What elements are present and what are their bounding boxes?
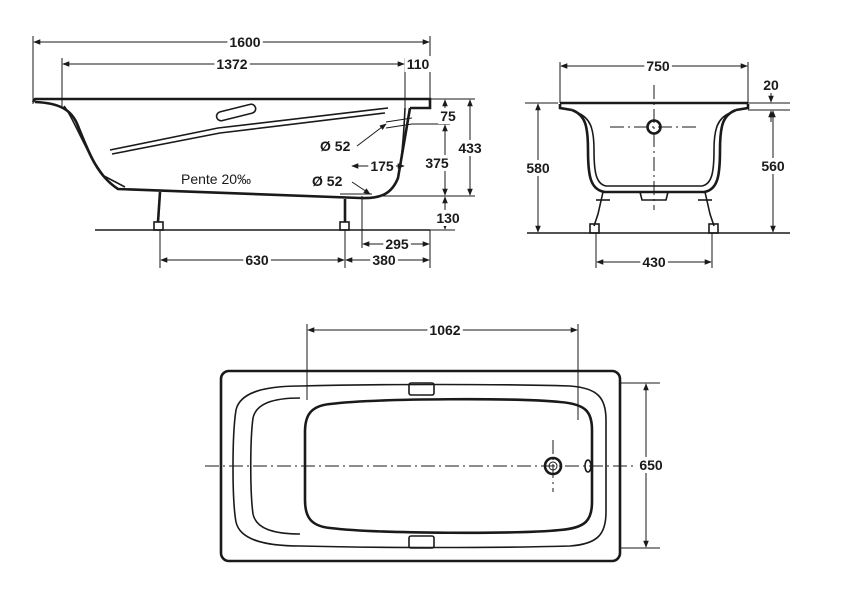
label-inner-depth: 375 xyxy=(425,155,449,171)
label-backdrop xyxy=(404,56,432,72)
top-handle-lower xyxy=(408,535,435,549)
label-rim-floor-height: 560 xyxy=(761,158,785,174)
leader-drain xyxy=(351,181,371,195)
label-rim-end-width: 110 xyxy=(407,56,430,72)
label-backdrop xyxy=(423,155,451,171)
side-view: 1600 1372 110 75 433 375 Ø 52 175 Pente … xyxy=(31,34,484,268)
label-end-total-height: 580 xyxy=(526,160,550,176)
label-backdrop xyxy=(383,236,411,252)
top-view: 1062 650 xyxy=(205,322,665,563)
side-foot-left xyxy=(153,191,164,231)
side-foot-right xyxy=(339,199,350,231)
top-bath-outline xyxy=(299,383,607,549)
label-feet-width: 430 xyxy=(642,254,666,270)
top-headrest-inner xyxy=(249,397,301,535)
side-rim xyxy=(31,97,432,110)
label-backdrop xyxy=(637,457,665,473)
label-backdrop xyxy=(179,171,254,187)
label-backdrop xyxy=(243,252,271,268)
label-backdrop xyxy=(438,108,458,124)
label-handle-spacing: 1062 xyxy=(429,322,460,338)
label-overflow-offset: 175 xyxy=(370,158,394,174)
top-headrest xyxy=(232,385,301,547)
leader-overflow xyxy=(356,123,387,147)
label-backdrop xyxy=(214,56,250,72)
label-top-overall-width: 650 xyxy=(639,457,663,473)
side-overflow-mark xyxy=(385,117,413,123)
side-handle xyxy=(215,103,257,122)
label-overflow-diameter: Ø 52 xyxy=(320,138,351,154)
label-backdrop xyxy=(370,252,398,268)
side-backrest-line xyxy=(109,107,389,151)
top-inner-basin xyxy=(303,397,594,535)
label-rim-height: 20 xyxy=(763,77,779,93)
label-feet-spacing: 630 xyxy=(245,252,269,268)
label-backdrop xyxy=(310,173,345,189)
label-foot-to-end: 380 xyxy=(372,252,396,268)
label-backdrop xyxy=(456,140,484,156)
side-backrest-line-2 xyxy=(111,112,386,155)
label-total-height: 433 xyxy=(458,140,482,156)
end-foot-left xyxy=(589,191,610,234)
label-slope: Pente 20‰ xyxy=(181,171,251,187)
label-inner-length: 1372 xyxy=(216,56,247,72)
label-overall-width: 750 xyxy=(646,58,670,74)
label-backdrop xyxy=(640,254,668,270)
side-inner-wall xyxy=(397,107,406,179)
label-overall-length: 1600 xyxy=(229,34,260,50)
label-backdrop xyxy=(427,322,463,338)
side-inner-bottom xyxy=(63,105,126,188)
label-backdrop xyxy=(761,77,781,93)
side-overflow-mark-2 xyxy=(385,123,413,129)
label-backdrop xyxy=(318,138,353,154)
label-backdrop xyxy=(368,158,396,174)
label-backdrop xyxy=(759,158,787,174)
end-view: 750 20 580 560 430 xyxy=(524,58,790,270)
label-drain-to-end: 295 xyxy=(385,236,409,252)
label-backdrop xyxy=(524,160,552,176)
label-backdrop xyxy=(434,210,462,226)
label-backdrop xyxy=(644,58,672,74)
label-drain-diameter: Ø 52 xyxy=(312,173,343,189)
end-foot-right xyxy=(698,191,719,234)
top-handle-upper xyxy=(408,382,435,396)
label-backdrop xyxy=(227,34,263,50)
label-foot-height: 130 xyxy=(436,210,460,226)
label-rim-depth: 75 xyxy=(440,108,456,124)
